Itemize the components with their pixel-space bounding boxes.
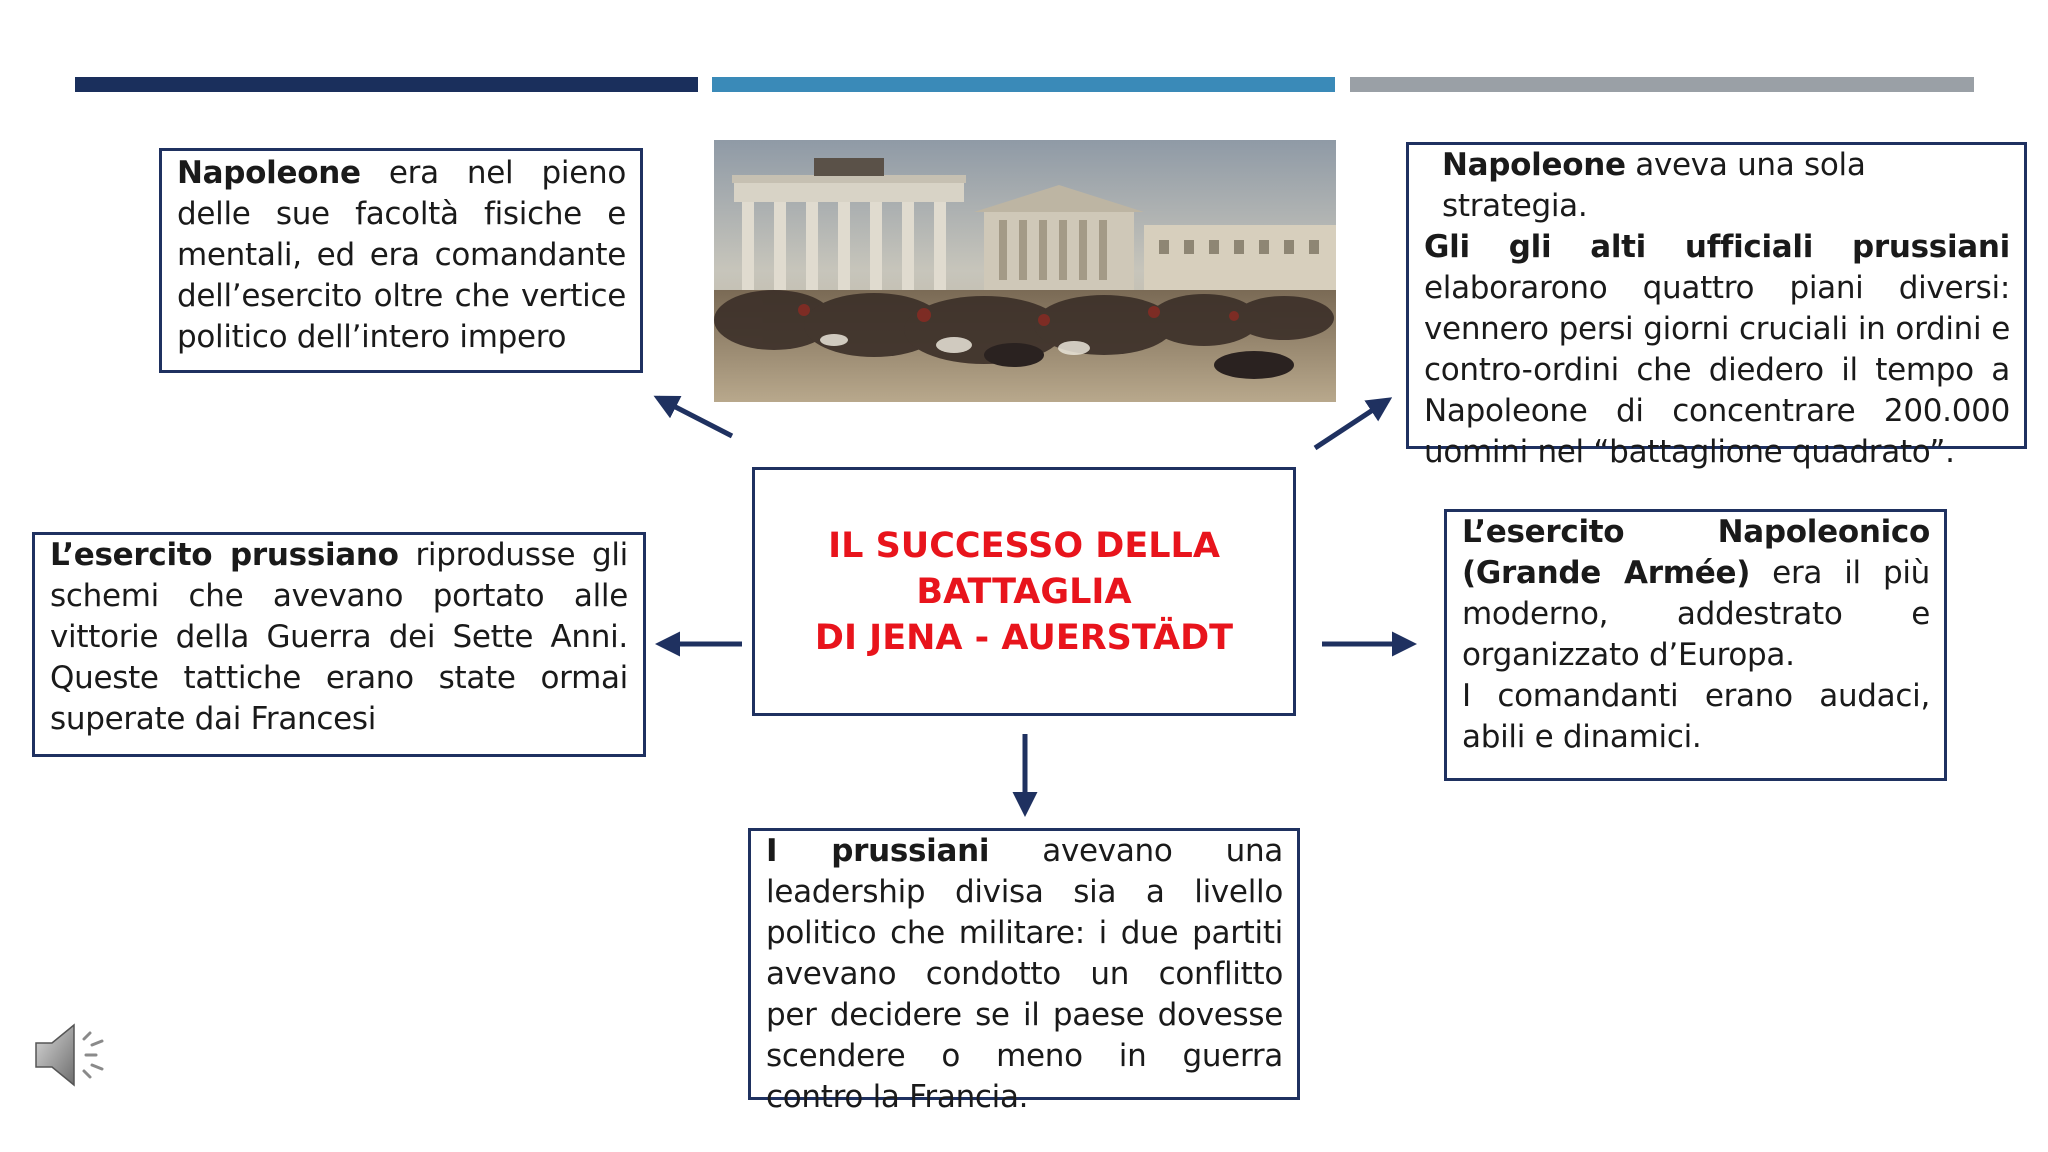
arrow-to-top-left bbox=[658, 398, 732, 436]
speaker-icon[interactable] bbox=[30, 1015, 120, 1095]
arrow-to-top-right bbox=[1315, 400, 1388, 448]
